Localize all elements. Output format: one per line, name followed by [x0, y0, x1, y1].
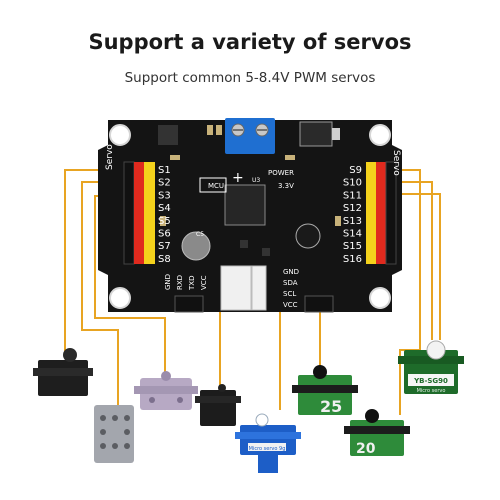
right-edge-label: Servo — [391, 150, 401, 176]
channel-label-s7: S7 — [158, 241, 171, 252]
blue-servo-label: Micro servo 9g — [249, 446, 286, 452]
channel-label-s15: S15 — [343, 241, 362, 252]
mcu-chip — [224, 184, 266, 226]
channel-label-s6: S6 — [158, 229, 171, 240]
blue-micro-servo: Micro servo 9g — [235, 413, 301, 473]
channel-label-s3: S3 — [158, 190, 171, 201]
page-subtitle: Support common 5-8.4V PWM servos — [124, 70, 376, 86]
green-20-label: 20 — [356, 441, 376, 457]
left-edge-label: Servo — [105, 144, 115, 170]
black-servo-left — [33, 348, 93, 396]
mounting-hole — [109, 124, 131, 146]
right-header-label: SDA — [283, 279, 298, 287]
mcu-label: MCU — [208, 182, 224, 190]
sg90-label: YB-SG90 — [413, 377, 448, 385]
right-header-label: GND — [283, 268, 299, 276]
regulator — [158, 125, 178, 145]
sg90-sublabel: Micro servo — [417, 388, 446, 394]
channel-label-s2: S2 — [158, 178, 171, 189]
channel-label-s12: S12 — [343, 203, 362, 214]
controller-board: Servo Servo MCU U3 + POWER 3.3V C5 S1S2S… — [98, 118, 402, 313]
green-25kg-servo: 25 — [292, 365, 358, 416]
white-connector — [251, 265, 267, 311]
green-25-label: 25 — [320, 397, 342, 416]
white-connector — [220, 265, 252, 311]
left-header-label: TXD — [188, 276, 196, 291]
plus-label: + — [232, 170, 244, 186]
mcu-label-box — [199, 177, 227, 193]
left-header-label: RXD — [176, 275, 184, 290]
power-label: POWER — [268, 169, 294, 177]
voltage-label: 3.3V — [278, 182, 294, 190]
purple-servo — [134, 371, 198, 410]
power-terminal-block — [225, 118, 275, 154]
right-header-label: SCL — [283, 290, 296, 298]
channel-label-s4: S4 — [158, 203, 171, 214]
green-20kg-servo: 20 — [344, 409, 410, 457]
gray-block-servo — [94, 405, 134, 463]
u3-label: U3 — [252, 177, 260, 184]
mounting-hole — [109, 287, 131, 309]
channel-label-s11: S11 — [343, 190, 362, 201]
capacitor — [181, 231, 211, 261]
right-header-label: VCC — [283, 301, 298, 309]
channel-label-s5: S5 — [158, 216, 171, 227]
small-black-servo — [195, 384, 241, 426]
page-title: Support a variety of servos — [88, 30, 412, 54]
mounting-hole — [369, 124, 391, 146]
left-servo-header — [123, 161, 155, 265]
left-header-label: GND — [164, 274, 172, 290]
yb-sg90-servo: YB-SG90 Micro servo — [398, 340, 464, 394]
channel-label-s13: S13 — [343, 216, 362, 227]
right-header-labels: GND SDA SCL VCC — [283, 268, 299, 309]
right-servo-header — [366, 161, 397, 265]
channel-label-s14: S14 — [343, 229, 362, 240]
left-header-labels: GND RXD TXD VCC — [164, 274, 208, 291]
left-header-label: VCC — [200, 275, 208, 290]
channel-label-s9: S9 — [349, 165, 362, 176]
channel-label-s8: S8 — [158, 254, 171, 265]
channel-label-s1: S1 — [158, 165, 171, 176]
capacitor-label: C5 — [196, 231, 204, 238]
regulator — [299, 121, 333, 147]
channel-label-s16: S16 — [343, 254, 362, 265]
capacitor-outline — [295, 223, 321, 249]
mounting-hole — [369, 287, 391, 309]
channel-label-s10: S10 — [343, 178, 362, 189]
